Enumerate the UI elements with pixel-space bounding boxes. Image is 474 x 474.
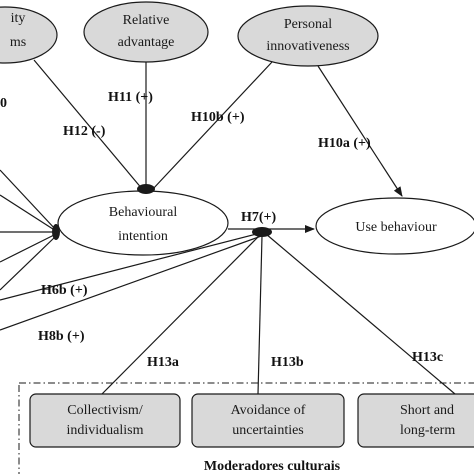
- h7-label: H7(+): [241, 210, 277, 225]
- h13a-label: H13a: [147, 355, 179, 370]
- use-behaviour-label: Use behaviour: [355, 220, 437, 235]
- long-term-box: [357, 393, 474, 448]
- junction-top: [137, 184, 155, 194]
- personal-innovativeness-label-line1: Personal: [284, 17, 332, 32]
- h8b-path: [0, 233, 268, 331]
- relative-advantage-label-line2: advantage: [118, 35, 175, 50]
- h13c-label: H13c: [412, 350, 443, 365]
- long-term-label-line2: long-term: [400, 423, 455, 438]
- left-path-1: [0, 169, 57, 231]
- left-path-5: [0, 235, 57, 291]
- h13b-path: [257, 235, 263, 395]
- moderators-group-frame: [18, 382, 474, 474]
- h12-label: H12 (-): [63, 124, 106, 139]
- collectivism-box: [29, 393, 181, 448]
- h11-label: H11 (+): [108, 90, 153, 105]
- compatibility-label-line2: ms: [10, 35, 26, 50]
- h10b-path: [151, 61, 273, 191]
- h10a-label: H10a (+): [318, 136, 371, 151]
- avoidance-label-line2: uncertainties: [232, 423, 304, 438]
- collectivism-label-line1: Collectivism/: [67, 403, 143, 418]
- personal-innovativeness-node: [237, 5, 379, 67]
- avoidance-box: [191, 393, 345, 448]
- h13c-path: [265, 233, 456, 395]
- behavioural-intention-label-line1: Behavioural: [109, 205, 178, 220]
- use-behaviour-node: [315, 197, 474, 255]
- h13b-label: H13b: [271, 355, 304, 370]
- left-path-2: [0, 194, 57, 232]
- moderators-group-label: Moderadores culturais: [204, 459, 341, 474]
- h8b-label: H8b (+): [38, 329, 85, 344]
- h10a-path: [317, 65, 403, 197]
- h6b-path: [0, 231, 265, 301]
- h10b-label: H10b (+): [191, 110, 245, 125]
- partial-left-label: 0: [0, 96, 7, 111]
- left-path-4: [0, 233, 57, 263]
- h13a-path: [99, 233, 262, 397]
- compatibility-label-line1: ity: [11, 11, 26, 26]
- long-term-label-line1: Short and: [400, 403, 454, 418]
- h6b-label: H6b (+): [41, 283, 88, 298]
- personal-innovativeness-label-line2: innovativeness: [266, 39, 349, 54]
- behavioural-intention-node: [57, 190, 229, 256]
- h12-path: [33, 59, 144, 191]
- junction-left: [52, 224, 60, 240]
- avoidance-label-line1: Avoidance of: [231, 403, 306, 418]
- compatibility-node: [0, 6, 58, 64]
- junction-h7: [252, 227, 272, 237]
- behavioural-intention-label-line2: intention: [118, 229, 168, 244]
- collectivism-label-line2: individualism: [67, 423, 144, 438]
- relative-advantage-node: [83, 1, 209, 63]
- relative-advantage-label-line1: Relative: [123, 13, 170, 28]
